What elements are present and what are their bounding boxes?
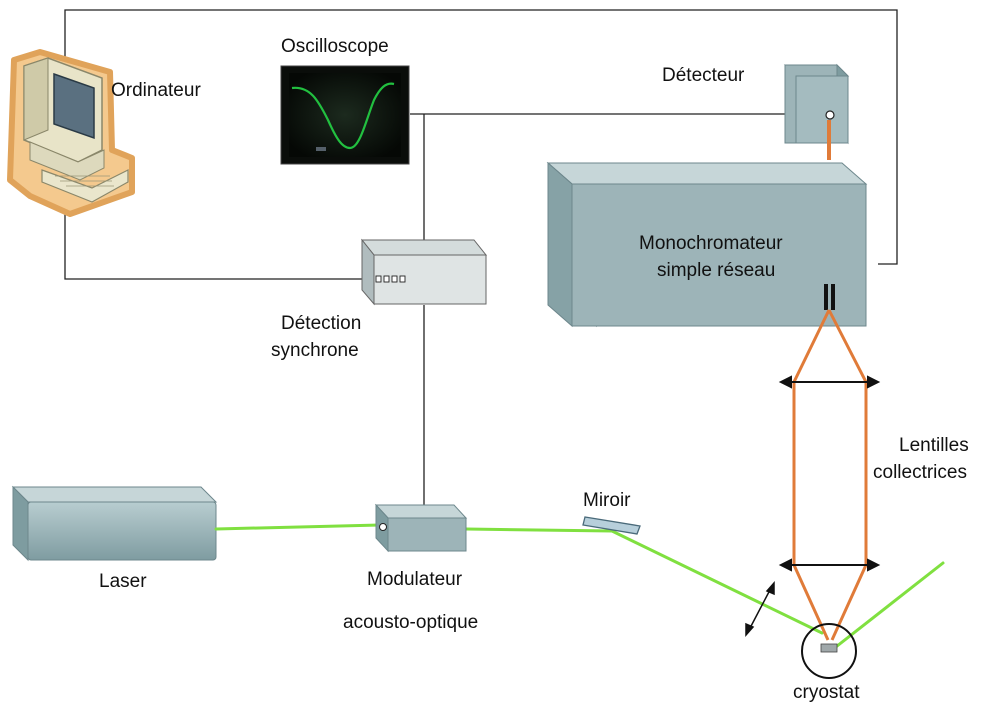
cryostat <box>801 623 857 679</box>
label-simple-reseau: simple réseau <box>657 260 775 281</box>
collection-light-path <box>792 309 868 641</box>
label-collectrices: collectrices <box>873 462 967 483</box>
connection-wires <box>64 9 898 505</box>
monochromator-box <box>546 161 868 328</box>
lockin-amplifier-box <box>360 238 488 306</box>
label-miroir: Miroir <box>583 490 631 511</box>
lens-upper <box>778 375 881 389</box>
label-cryostat: cryostat <box>793 682 860 703</box>
lockin-front-buttons <box>375 275 406 283</box>
oscilloscope-icon <box>280 65 410 165</box>
mirror <box>582 516 641 535</box>
detector-aperture <box>825 110 835 120</box>
adjustment-double-arrow <box>745 581 775 637</box>
label-lentilles: Lentilles <box>899 435 969 456</box>
lens-lower <box>778 558 881 572</box>
label-modulateur: Modulateur <box>367 569 463 590</box>
laser-beam <box>214 523 945 652</box>
laser-box <box>11 485 218 562</box>
detector-box <box>783 63 850 145</box>
oscilloscope-trace <box>291 82 395 150</box>
label-detection: Détection <box>281 313 361 334</box>
sample <box>820 643 838 653</box>
monochromator-entrance-slit <box>824 284 835 310</box>
beam-modulator-to-mirror <box>464 527 614 533</box>
computer-icon <box>7 49 135 217</box>
label-ordinateur: Ordinateur <box>111 80 201 101</box>
label-monochromateur: Monochromateur <box>639 233 783 254</box>
wire-computer-to-lockin <box>64 195 362 280</box>
label-synchrone: synchrone <box>271 340 359 361</box>
wire-computer-to-monochromator <box>64 9 898 265</box>
acousto-optic-modulator-box <box>374 503 468 553</box>
beam-laser-to-modulator <box>214 523 382 531</box>
beam-mirror-to-sample <box>610 529 824 635</box>
modulator-aperture <box>379 523 387 531</box>
label-oscilloscope: Oscilloscope <box>281 36 389 57</box>
label-acousto-optique: acousto-optique <box>343 612 478 633</box>
label-laser: Laser <box>99 571 147 592</box>
label-detecteur: Détecteur <box>662 65 745 86</box>
